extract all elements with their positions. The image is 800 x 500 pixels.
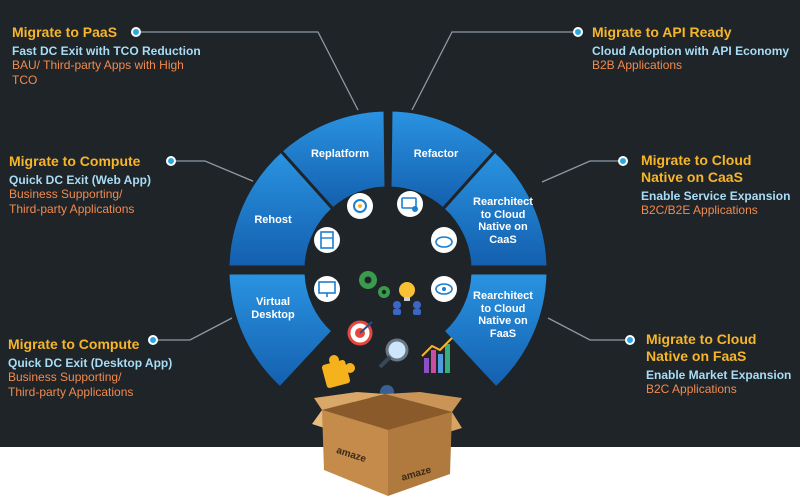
cloud-network-icon [431,276,457,302]
segment-label-replatform: Replatform [300,148,380,161]
box-right-face [388,412,452,496]
box-left-face [322,410,388,496]
dot-faas [625,335,635,345]
label-caas-line3: Native on [478,221,528,234]
team-idea-icon [393,282,421,315]
connector-faas [547,317,630,341]
segment-label-virtual-desktop: Virtual Desktop [238,296,308,321]
callout-compute-desktop-title: Migrate to Compute [8,336,140,352]
segment-rearchitect-caas[interactable] [440,148,550,269]
box-right-flap [385,392,462,412]
segment-label-rearchitect-faas: Rearchitect to Cloud Native on FaaS [462,290,544,341]
callout-caas-title-1: Migrate to Cloud [641,152,752,168]
label-faas-line4: FaaS [489,327,517,340]
segment-virtual-desktop[interactable] [226,271,336,391]
gear-lightbulb-icon [347,193,373,219]
callout-api-subtitle: Cloud Adoption with API Economy [592,43,790,58]
callout-faas-detail-1: B2C Applications [646,381,737,396]
connector-api [411,31,578,111]
segment-label-rehost: Rehost [240,214,306,227]
connector-lines [140,31,630,341]
callout-paas-detail-2: TCO [12,72,38,87]
label-caas-line2: to Cloud [480,208,526,221]
dot-paas [131,27,141,37]
puzzle-icon [321,355,355,389]
callout-compute-desktop-subtitle: Quick DC Exit (Desktop App) [8,355,173,370]
segment-group [226,108,550,391]
center-icons [321,271,453,389]
label-faas-line1: Rearchitect [473,290,533,302]
callout-api-title: Migrate to API Ready [592,24,732,40]
target-icon [347,320,373,346]
callout-caas-subtitle: Enable Service Expansion [641,188,791,203]
callout-paas: Migrate to PaaS Fast DC Exit with TCO Re… [12,24,227,87]
open-box: amaze amaze [312,385,462,496]
dot-api [573,27,583,37]
callout-caas: Migrate to Cloud Native on CaaS Enable S… [641,152,797,217]
callout-caas-detail-1: B2C/B2E Applications [641,202,758,217]
label-faas-line3: Native on [478,315,528,328]
callout-compute-web-title: Migrate to Compute [9,153,141,169]
connector-caas [541,160,622,183]
segment-label-rearchitect-caas: Rearchitect to Cloud Native on CaaS [462,196,544,247]
dot-compute-web [166,156,176,166]
callout-compute-web-subtitle: Quick DC Exit (Web App) [9,172,152,187]
connector-compute-desktop [154,317,233,341]
callout-paas-detail-1: BAU/ Third-party Apps with High [12,58,184,73]
label-caas-line4: CaaS [489,233,517,246]
cloud-sync-icon [431,227,457,253]
label-faas-line2: to Cloud [480,302,526,315]
dot-caas [618,156,628,166]
label-refactor: Refactor [413,148,459,160]
dark-background [0,0,800,447]
callout-faas-subtitle: Enable Market Expansion [646,367,792,382]
segment-label-refactor: Refactor [398,148,474,161]
callout-api-detail-1: B2B Applications [592,58,683,73]
callout-faas: Migrate to Cloud Native on FaaS Enable M… [646,331,798,396]
label-vd-line2: Desktop [251,308,295,321]
label-vd-line1: Virtual [255,296,291,308]
connector-compute-web [172,160,256,183]
label-replatform: Replatform [310,148,370,160]
dot-compute-desktop [148,335,158,345]
code-settings-icon [397,191,423,217]
callout-compute-web-detail-2: Third-party Applications [9,201,135,216]
server-build-icon [314,227,340,253]
magnifier-icon [378,338,409,369]
callout-faas-title-2: Native on FaaS [646,347,747,364]
callout-compute-desktop-detail-2: Third-party Applications [8,384,134,399]
callout-caas-title-2: Native on CaaS [641,168,743,185]
label-rehost: Rehost [254,214,292,226]
callout-compute-desktop: Migrate to Compute Quick DC Exit (Deskto… [8,336,188,399]
callout-compute-desktop-detail-1: Business Supporting/ [8,370,122,385]
gears-icon [359,271,390,298]
segment-replatform[interactable] [278,108,388,212]
segment-rearchitect-faas[interactable] [440,271,550,391]
desktop-monitor-icon [314,276,340,302]
callout-faas-title-1: Migrate to Cloud [646,331,757,347]
callout-api: Migrate to API Ready Cloud Adoption with… [592,24,797,73]
label-caas-line1: Rearchitect [473,196,533,208]
segment-icons [314,191,457,302]
callout-compute-web-detail-1: Business Supporting/ [9,187,123,202]
connector-paas [140,31,359,111]
box-inside [322,394,452,430]
callout-compute-web: Migrate to Compute Quick DC Exit (Web Ap… [9,153,179,216]
bar-chart-icon [421,337,453,373]
callout-paas-title: Migrate to PaaS [12,24,118,40]
box-left-flap [314,392,385,410]
callout-paas-subtitle: Fast DC Exit with TCO Reduction [12,43,201,58]
